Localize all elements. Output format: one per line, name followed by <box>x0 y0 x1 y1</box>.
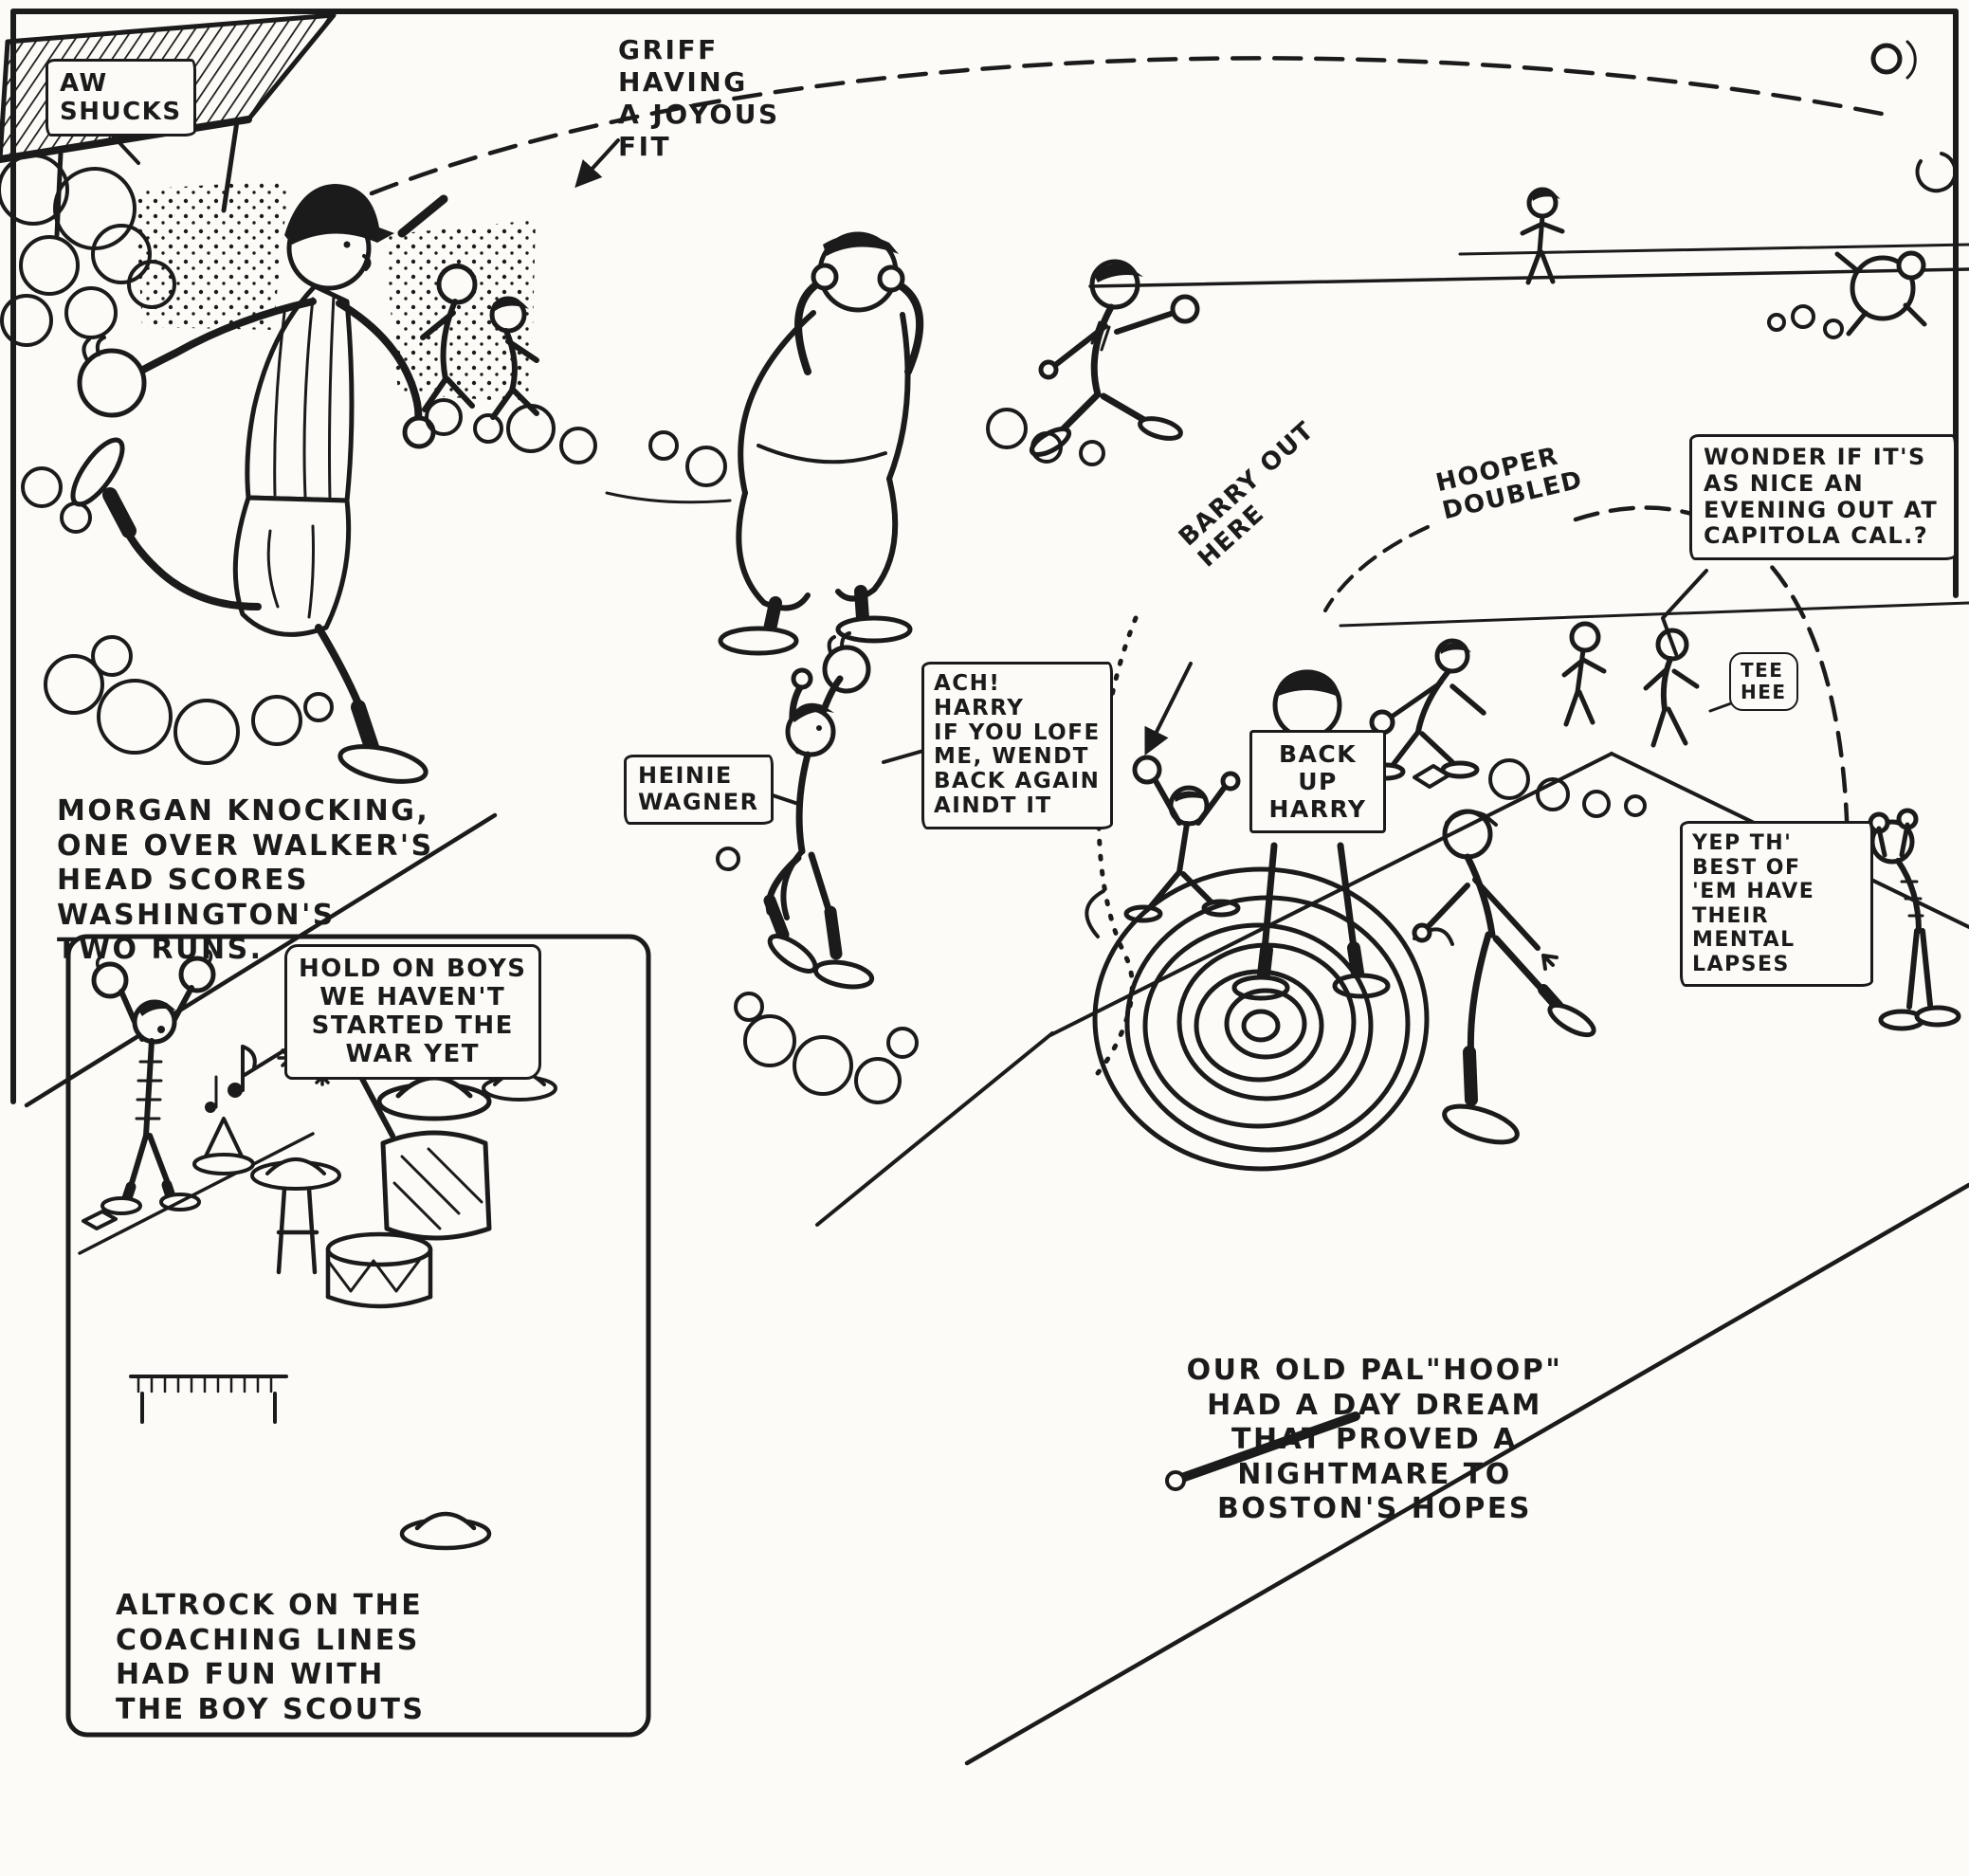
boy-scouts <box>129 1054 557 1551</box>
outfield-top-right <box>1088 187 1969 339</box>
altrock-figure <box>78 948 315 1255</box>
dropped-bat <box>1165 1412 1360 1491</box>
aw-shucks-bubble: AW SHUCKS <box>46 59 196 137</box>
fielder-barry <box>1123 755 1241 923</box>
ball-trajectory-dashed <box>369 56 1885 196</box>
tee-hee-bubble: TEE HEE <box>1729 652 1798 712</box>
hoop-dream-caption: OUR OLD PAL"HOOP" HAD A DAY DREAM THAT P… <box>1186 1354 1563 1526</box>
flying-ball <box>1870 40 1958 193</box>
player-mental-lapse <box>1868 808 1961 1031</box>
heinie-wagner-label: HEINIE WAGNER <box>624 755 774 825</box>
mid-right-fielders <box>1339 601 1969 818</box>
inset-panel <box>65 934 651 1738</box>
dust-trail-morgan <box>21 466 334 765</box>
ach-harry-bubble: ACH! HARRY IF YOU LOFE ME, WENDT BACK AG… <box>921 662 1113 829</box>
tangled-players <box>397 194 727 487</box>
runner-hooper <box>1412 809 1596 1145</box>
griff-caption: GRIFF HAVING A JOYOUS FIT <box>618 34 780 163</box>
hold-on-boys-bubble: HOLD ON BOYS WE HAVEN'T STARTED THE WAR … <box>284 944 541 1080</box>
music-notes <box>205 1045 257 1113</box>
runner-center <box>986 259 1200 466</box>
dream-swirl <box>1085 866 1454 1172</box>
griff-arrow <box>574 138 620 189</box>
heinie-wagner-figure <box>716 631 919 1104</box>
bubble-tails <box>110 133 1733 1077</box>
catcher-harry <box>1231 669 1391 1001</box>
yep-mental-lapses-bubble: YEP TH' BEST OF 'EM HAVE THEIR MENTAL LA… <box>1680 821 1873 988</box>
wonder-bubble: WONDER IF IT'S AS NICE AN EVENING OUT AT… <box>1689 434 1957 561</box>
runner-morgan <box>70 184 436 784</box>
altrock-caption: ALTROCK ON THE COACHING LINES HAD FUN WI… <box>116 1589 426 1726</box>
morgan-caption: MORGAN KNOCKING, ONE OVER WALKER'S HEAD … <box>57 794 434 967</box>
barry-arrow <box>1144 662 1193 756</box>
umpire-griff <box>605 231 924 656</box>
back-up-harry-sign: BACK UP HARRY <box>1249 730 1386 833</box>
field-lines <box>24 752 1969 1766</box>
